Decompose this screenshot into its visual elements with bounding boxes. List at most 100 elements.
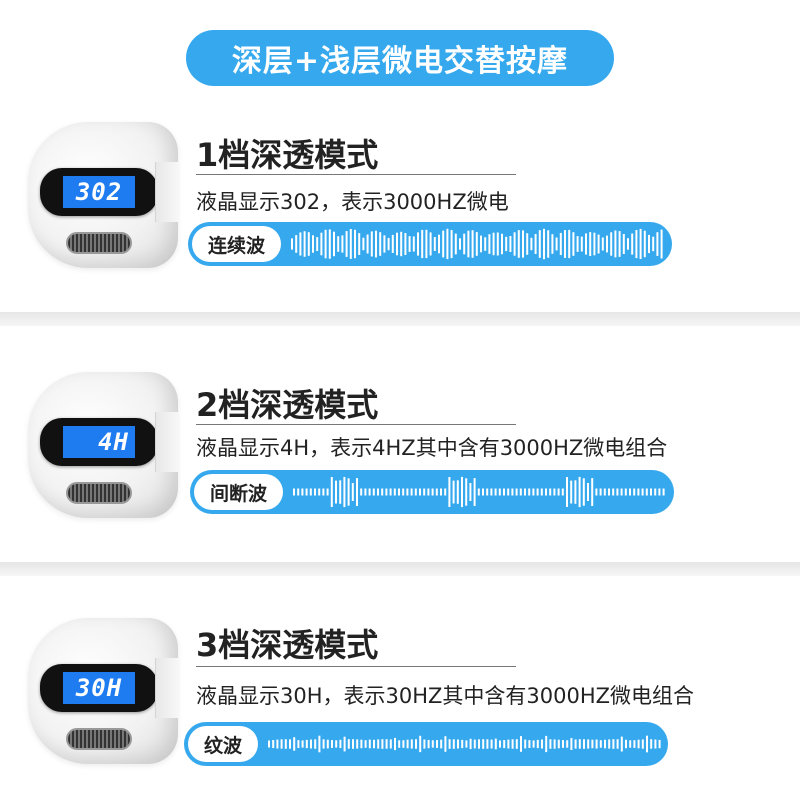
wave-bar — [394, 737, 397, 751]
wave-bar — [438, 234, 441, 254]
wave-bar — [442, 230, 445, 258]
title-divider — [196, 666, 516, 667]
wave-bar — [597, 234, 600, 254]
wave-bar — [557, 488, 560, 496]
wave-bar — [461, 476, 464, 508]
ripple-wave-icon — [268, 735, 661, 753]
wave-bar — [431, 740, 434, 748]
wave-bar — [291, 238, 294, 250]
wave-bar — [490, 488, 493, 496]
wave-bar — [612, 739, 615, 749]
wave-bar — [574, 480, 577, 504]
dial-knob — [66, 728, 132, 750]
wave-bar — [419, 735, 422, 753]
wave-bar — [599, 488, 602, 496]
wave-bar — [614, 230, 617, 258]
mode-description: 液晶显示30H，表示30HZ其中含有3000HZ微电组合 — [196, 684, 695, 708]
wave-bar — [419, 488, 422, 496]
mode-title: 1档深透模式 — [196, 136, 379, 174]
lcd-display: 302 — [63, 176, 135, 208]
wave-bar — [289, 739, 292, 749]
wave-bar — [568, 229, 571, 259]
wave-bar — [427, 739, 430, 749]
title-divider — [196, 424, 516, 425]
wave-bar — [364, 488, 367, 496]
mode-title: 3档深透模式 — [196, 626, 379, 664]
wave-bar — [553, 739, 556, 749]
wave-bar — [494, 488, 497, 496]
wave-bar — [509, 236, 512, 252]
wave-bar — [398, 488, 401, 496]
wave-bar — [650, 488, 653, 496]
wave-bar — [320, 232, 323, 256]
wave-bar — [646, 735, 649, 753]
wave-bar — [475, 232, 478, 256]
lcd-bezel: 302 — [40, 168, 158, 216]
wave-bar — [639, 228, 642, 259]
wave-bar — [427, 488, 430, 496]
wave-bar — [583, 739, 586, 749]
wave-bar — [381, 488, 384, 496]
wave-bar — [356, 478, 359, 506]
wave-bar — [385, 488, 388, 496]
wave-bar — [536, 488, 539, 496]
wave-bar — [528, 488, 531, 496]
wave-bar — [658, 739, 661, 749]
wave-bar — [616, 488, 619, 496]
wave-bar — [414, 488, 417, 496]
wave-bar — [650, 739, 653, 749]
wave-bar — [379, 232, 382, 256]
wave-bar — [423, 488, 426, 496]
wave-bar — [305, 739, 308, 749]
wave-bar — [471, 230, 474, 258]
wave-bar — [352, 739, 355, 749]
wave-bar — [372, 488, 375, 496]
wave-bar — [368, 488, 371, 496]
wave-bar — [301, 740, 304, 748]
wave-bar — [601, 237, 604, 251]
wave-bar — [410, 488, 413, 496]
wave-bar — [377, 488, 380, 496]
continuous-wave-icon — [291, 228, 663, 260]
wave-bar — [641, 739, 644, 749]
wave-bar — [316, 237, 319, 251]
wave-bar — [446, 228, 449, 260]
wave-bar — [494, 738, 497, 750]
wave-bar — [314, 488, 317, 496]
wave-bar — [566, 477, 569, 507]
wave-bar — [637, 739, 640, 749]
wave-bar — [324, 229, 327, 259]
wave-bar — [515, 739, 518, 749]
header-title: 深层+浅层微电交替按摩 — [186, 30, 614, 86]
wave-bar — [467, 230, 470, 258]
wave-bar — [589, 232, 592, 256]
wave-bar — [431, 488, 434, 496]
wave-bar — [608, 488, 611, 496]
wave-bar — [408, 236, 411, 252]
wave-bar — [465, 478, 468, 506]
wave-bar — [576, 236, 579, 252]
wave-bar — [312, 235, 315, 253]
wave-bar — [499, 740, 502, 748]
wave-bar — [503, 740, 506, 749]
wave-bar — [635, 230, 638, 259]
wave-bar — [488, 234, 491, 254]
wave-bar — [343, 476, 346, 508]
wave-bar — [284, 739, 287, 749]
wave-bar — [444, 488, 447, 496]
wave-bar — [454, 233, 457, 255]
wave-bar — [417, 232, 420, 256]
wave-bar — [314, 739, 317, 749]
wave-bar — [469, 483, 472, 501]
wave-bar — [486, 488, 489, 496]
wave-bar — [603, 488, 606, 496]
device-photo: 4H — [28, 372, 178, 518]
wave-bar — [362, 237, 365, 251]
wave-bar — [322, 488, 325, 496]
wave-bar — [465, 740, 468, 748]
wave-bar — [345, 231, 348, 257]
wave-bar — [440, 488, 443, 496]
wave-bar — [522, 230, 525, 258]
wave-label: 纹波 — [188, 726, 259, 762]
wave-bar — [387, 237, 390, 251]
